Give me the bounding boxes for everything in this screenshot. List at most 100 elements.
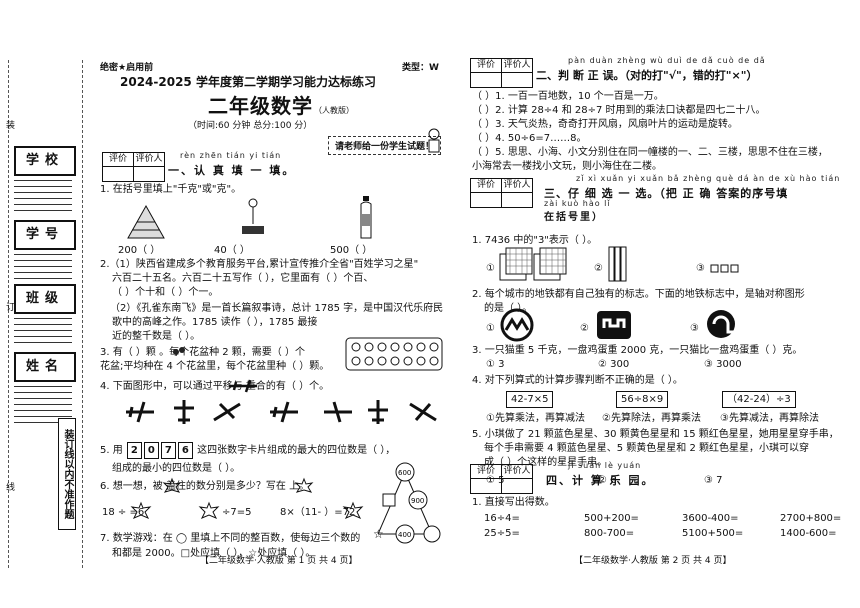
calc-item[interactable]: 25÷5= — [484, 528, 520, 539]
c1-text[interactable]: 1. 7436 中的"3"表示（ ）。 — [472, 235, 598, 246]
c2-opt[interactable]: ③ — [690, 323, 699, 334]
judge-item[interactable]: （ ）4. 50÷6=7……8。 — [472, 133, 587, 144]
c4-opt[interactable]: ③先算减法，再算除法 — [720, 413, 819, 424]
c4-opt[interactable]: ②先算除法，再算乘法 — [602, 413, 701, 424]
c2-line: 2. 每个城市的地铁都有自己独有的标志。下面的地铁标志中，是轴对称图形 — [472, 289, 805, 300]
q1-blank-1[interactable]: 200（ ） — [118, 245, 161, 256]
c4-eq-box: 42-7×5 — [506, 391, 554, 408]
sec2-title: 二、判 断 正 误。（对的打"√"，错的打"×"） — [536, 69, 758, 82]
c3-opt[interactable]: ① 3 — [486, 359, 505, 370]
judge-item[interactable]: （ ）3. 天气炎热，奇奇打开风扇，风扇叶片的运动是旋转。 — [472, 119, 738, 130]
q5-suffix: 这四张数字卡片组成的最大的四位数是（ ）， — [193, 445, 396, 456]
triangle-node — [395, 462, 415, 482]
teacher-stamp: 请老师给一份学生试题！ — [328, 136, 442, 155]
q3-line[interactable]: 花盆;平均种在 4 个花盆里，每个花盆里种（ ）颗。 — [100, 361, 330, 372]
calc-item[interactable]: 5100+500= — [682, 528, 744, 539]
name-field-label: 姓名 — [14, 352, 76, 382]
judge-item[interactable]: （ ）1. 一百一百地数，10 个一百是一万。 — [472, 91, 664, 102]
class-field-lines[interactable] — [14, 313, 72, 343]
score-header: 评价 — [471, 179, 501, 193]
score-header: 评价 — [471, 465, 501, 479]
digit-card: 0 — [143, 442, 159, 459]
scale-boy-icon — [242, 198, 264, 234]
c3-text[interactable]: 3. 一只猫重 5 千克，一盘鸡蛋重 2000 克，一只猫比一盘鸡蛋重（ ）克。 — [472, 345, 803, 356]
c1-opt[interactable]: ② — [594, 263, 603, 274]
binding-char: 订 — [6, 303, 16, 313]
empty-node — [423, 525, 441, 543]
q6-text: 6. 想一想，被 盖住的数分别是多少？写在 上。 — [100, 481, 310, 492]
maple-leaf-icon — [130, 501, 152, 519]
c1-opt[interactable]: ① — [486, 263, 495, 274]
q3-line[interactable]: 3. 有（ ）颗 。每个花盆种 2 颗，需要（ ）个 — [100, 347, 305, 358]
q7-line[interactable]: 和都是 2000。□处应填（ ），☆处应填（ ）。 — [112, 548, 316, 559]
time-info: （时间:60 分钟 总分:100 分） — [188, 121, 313, 131]
c5-line[interactable]: 成（ ）个这样的星星手串。 — [484, 457, 608, 468]
c2-opt[interactable]: ① — [486, 323, 495, 334]
c1-opt[interactable]: ③ — [696, 263, 705, 274]
calc-item[interactable]: 16÷4= — [484, 513, 520, 524]
c4-text[interactable]: 4. 对下列算式的计算步骤判断不正确的是（ ）。 — [472, 375, 683, 386]
digit-card: 2 — [126, 442, 142, 459]
student-id-field-lines[interactable] — [14, 249, 72, 279]
q2-line[interactable]: （ ）个十和（ ）个一。 — [112, 287, 219, 298]
plane-option-icon — [126, 401, 154, 423]
page-footer: 【二年级数学·人教版 第 1 页 共 4 页】 — [200, 556, 358, 566]
c4-eq: （42-24）÷3 — [722, 391, 796, 408]
calc-item[interactable]: 1400-600= — [780, 528, 837, 539]
calc-item[interactable]: 3600-400= — [682, 513, 739, 524]
score-header: 评价人 — [502, 59, 532, 73]
judge-item[interactable]: （ ）5. 思思、小海、小文分别住在同一幢楼的一、二、三楼，思思不住在三楼， — [472, 147, 828, 158]
triangle-value: 400 — [398, 531, 411, 539]
calc-item[interactable]: 800-700= — [584, 528, 635, 539]
c5-opt[interactable]: ③ 7 — [704, 475, 723, 486]
school-field-lines[interactable] — [14, 175, 72, 211]
edition-label: （人教版） — [314, 106, 354, 115]
maple-leaf-icon — [294, 477, 314, 493]
score-header: 评价 — [471, 59, 501, 73]
number-triangle: ☆ 600 900 400 — [373, 462, 441, 544]
q6-eq-2[interactable]: ÷7=5 — [222, 507, 252, 518]
c5-opt[interactable]: ② 6 — [598, 475, 617, 486]
c3-opt[interactable]: ② 300 — [598, 359, 630, 370]
triangle-value: 600 — [398, 469, 411, 477]
digit-card: 7 — [160, 442, 176, 459]
calc-item[interactable]: 2700+800= — [780, 513, 842, 524]
plane-option-icon — [270, 401, 298, 423]
page-footer: 【二年级数学·人教版 第 2 页 共 4 页】 — [574, 556, 732, 566]
rice-dumpling-icon — [127, 204, 165, 239]
q4-text[interactable]: 4. 下面图形中，可以通过平移与 重合的有（ ）个。 — [100, 381, 330, 392]
sec3-title-2: 在括号里） — [544, 212, 604, 223]
c2-opt[interactable]: ② — [580, 323, 589, 334]
school-field-label: 学校 — [14, 146, 76, 176]
plane-option-icon — [368, 400, 388, 424]
triangle-node — [408, 490, 428, 510]
calc-item[interactable]: 500+200= — [584, 513, 639, 524]
q1-blank-3[interactable]: 500（ ） — [330, 245, 373, 256]
q5-prefix: 5. 用 — [100, 445, 126, 456]
q2-line[interactable]: 歌中的高峰之作。1785 读作（ ），1785 最接 — [112, 317, 318, 328]
calc-question: 1. 直接写出得数。 — [472, 497, 555, 508]
c5-line: 5. 小琪做了 21 颗蓝色星星、30 颗黄色星星和 15 颗红色星星，她用星星… — [472, 429, 839, 440]
c4-eq: 42-7×5 — [506, 391, 554, 408]
c5-opt[interactable]: ① 5 — [486, 475, 505, 486]
secret-label: 绝密★启用前 — [100, 63, 154, 73]
sec1-pinyin: rèn zhēn tián yi tián — [180, 151, 282, 160]
c3-opt[interactable]: ③ 3000 — [704, 359, 742, 370]
q6-eq-3[interactable]: 8×（11- ）=72 — [280, 507, 356, 518]
q2-line[interactable]: 六百二十五名。六百二十五写作（ ），它里面有（ ）个百、 — [112, 273, 374, 284]
c2-line[interactable]: 的是（ ）。 — [484, 303, 533, 314]
q2-line[interactable]: 近的整千数是（ ）。 — [112, 331, 201, 342]
q1-blank-2[interactable]: 40（ ） — [214, 245, 250, 256]
class-field-label: 班级 — [14, 284, 76, 314]
judge-item: 小海常去一楼找小文玩，则小海住在二楼。 — [472, 161, 662, 172]
q6-eq-1[interactable]: 18 ÷ =6 — [102, 507, 145, 518]
page-2: 评价 评价人 pàn duàn zhèng wù duì de dǎ cuò d… — [464, 0, 856, 608]
c4-opt[interactable]: ①先算乘法，再算减法 — [486, 413, 585, 424]
name-field-lines[interactable] — [14, 381, 72, 423]
judge-item[interactable]: （ ）2. 计算 28÷4 和 28÷7 时用到的乘法口诀都是四七二十八。 — [472, 105, 766, 116]
student-id-field-label: 学号 — [14, 220, 76, 250]
triangle-value: 900 — [411, 497, 424, 505]
q5-line[interactable]: 组成的最小的四位数是（ ）。 — [112, 463, 241, 474]
mascot-icon — [428, 128, 440, 153]
